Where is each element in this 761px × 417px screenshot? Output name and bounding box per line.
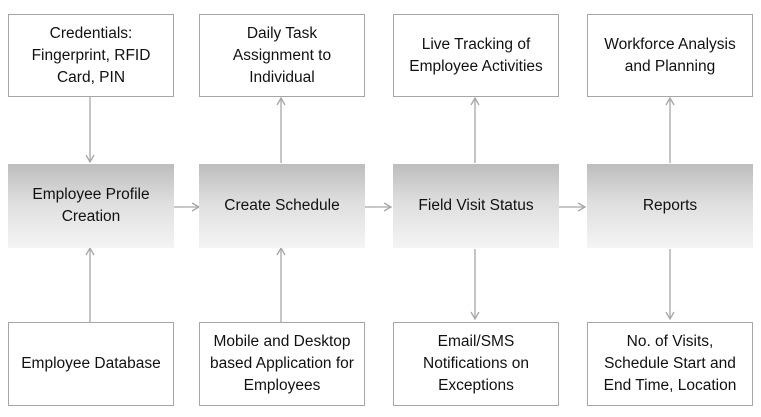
reports-step: Reports xyxy=(587,164,753,248)
daily-task-box: Daily Task Assignment to Individual xyxy=(199,14,365,97)
live-tracking-box: Live Tracking of Employee Activities xyxy=(393,14,559,97)
employee-profile-step: Employee Profile Creation xyxy=(8,164,174,248)
create-schedule-step: Create Schedule xyxy=(199,164,365,248)
credentials-box: Credentials: Fingerprint, RFID Card, PIN xyxy=(8,14,174,97)
field-visit-status-step: Field Visit Status xyxy=(393,164,559,248)
workforce-analysis-box: Workforce Analysis and Planning xyxy=(587,14,753,97)
mobile-desktop-app-box: Mobile and Desktop based Application for… xyxy=(199,322,365,406)
employee-database-box: Employee Database xyxy=(8,322,174,406)
email-sms-box: Email/SMS Notifications on Exceptions xyxy=(393,322,559,406)
visits-schedule-box: No. of Visits, Schedule Start and End Ti… xyxy=(587,322,753,406)
